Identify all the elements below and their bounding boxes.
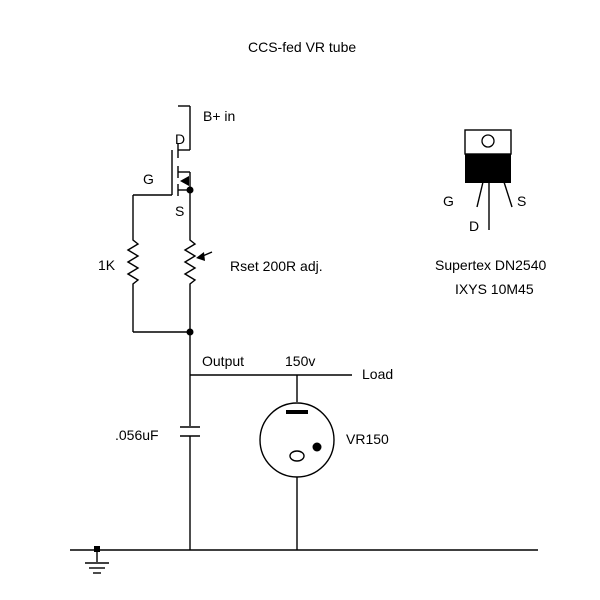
vr-dot [312,442,322,452]
rset-wiper-arrow [196,252,205,261]
diagram-title: CCS-fed VR tube [248,39,357,55]
load-label: Load [362,366,394,382]
rset-resistor [183,236,197,290]
part-number-1: Supertex DN2540 [435,257,547,273]
capacitor-label: .056uF [115,427,159,443]
vr-cathode [289,450,305,462]
gate-label: G [143,171,154,187]
bottom-junction-dot [186,328,194,336]
source-junction-dot [186,186,194,194]
package-gate-label: G [443,193,454,209]
bplus-label: B+ in [203,108,236,124]
package-drain-label: D [469,218,480,234]
source-label: S [175,203,185,219]
vr-anode-bar [286,410,308,414]
rset-label: Rset 200R adj. [230,258,323,274]
ground-marker [94,546,100,552]
r1k-label: 1K [98,257,116,273]
output-label: Output [202,353,245,369]
drain-label: D [175,131,186,147]
mosfet-arrow [180,176,189,186]
vr-tube-label: VR150 [346,431,389,447]
voltage-label: 150v [285,353,316,369]
vr-tube-envelope [259,402,335,478]
mosfet-symbol [133,144,191,196]
ground-symbol [85,562,109,574]
package-tab-hole [481,134,495,148]
package-source-label: S [517,193,527,209]
package-body [465,154,511,183]
part-number-2: IXYS 10M45 [455,281,534,297]
r1k-resistor [126,236,140,290]
